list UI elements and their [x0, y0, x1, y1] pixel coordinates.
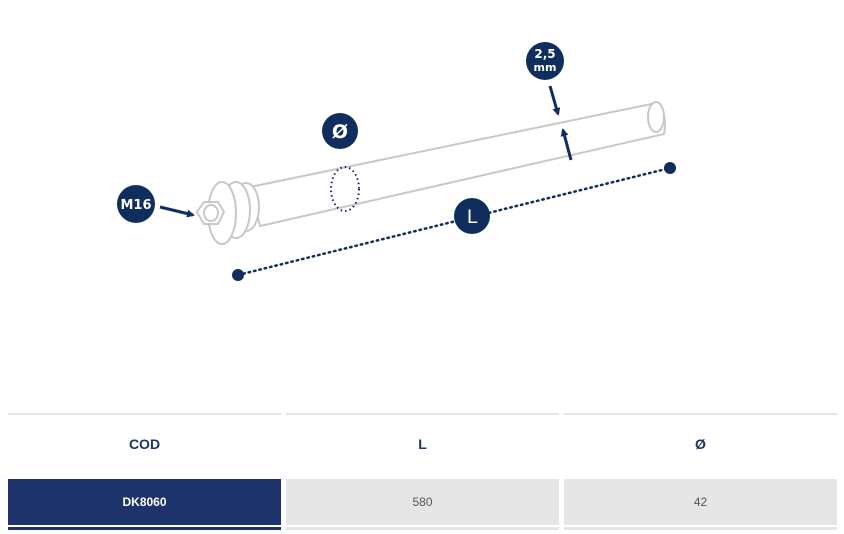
row-length: 580 [286, 479, 559, 525]
length-start-dot [232, 269, 244, 281]
spec-table: COD L Ø DK8060 580 42 [8, 413, 837, 530]
thread-label: M16 [120, 198, 151, 213]
thickness-arrow-bottom [560, 128, 573, 161]
tube-body [195, 101, 666, 245]
thread-badge: M16 [117, 185, 155, 223]
tube-diagram: M16 Ø L 2,5 mm [117, 42, 676, 281]
header-diameter: Ø [564, 413, 837, 473]
length-badge: L [454, 198, 490, 234]
thickness-badge: 2,5 mm [526, 42, 564, 80]
thread-arrow [159, 205, 195, 218]
row-divider-diameter [564, 527, 837, 530]
thickness-unit: mm [534, 61, 557, 74]
thickness-value: 2,5 [534, 47, 555, 61]
row-code: DK8060 [8, 479, 281, 525]
length-end-dot [664, 162, 676, 174]
length-dimension-line [236, 166, 672, 277]
length-label: L [467, 206, 478, 228]
diameter-label: Ø [332, 121, 348, 143]
diameter-section-outline [330, 166, 360, 212]
tube-end-cap [647, 101, 665, 133]
row-diameter: 42 [564, 479, 837, 525]
thickness-arrow-top [548, 85, 561, 116]
row-divider-length [286, 527, 559, 530]
header-length: L [286, 413, 559, 473]
header-cod: COD [8, 413, 281, 473]
row-divider-code [8, 527, 281, 530]
diameter-badge: Ø [322, 113, 358, 149]
m16-nut-bore [203, 204, 219, 222]
